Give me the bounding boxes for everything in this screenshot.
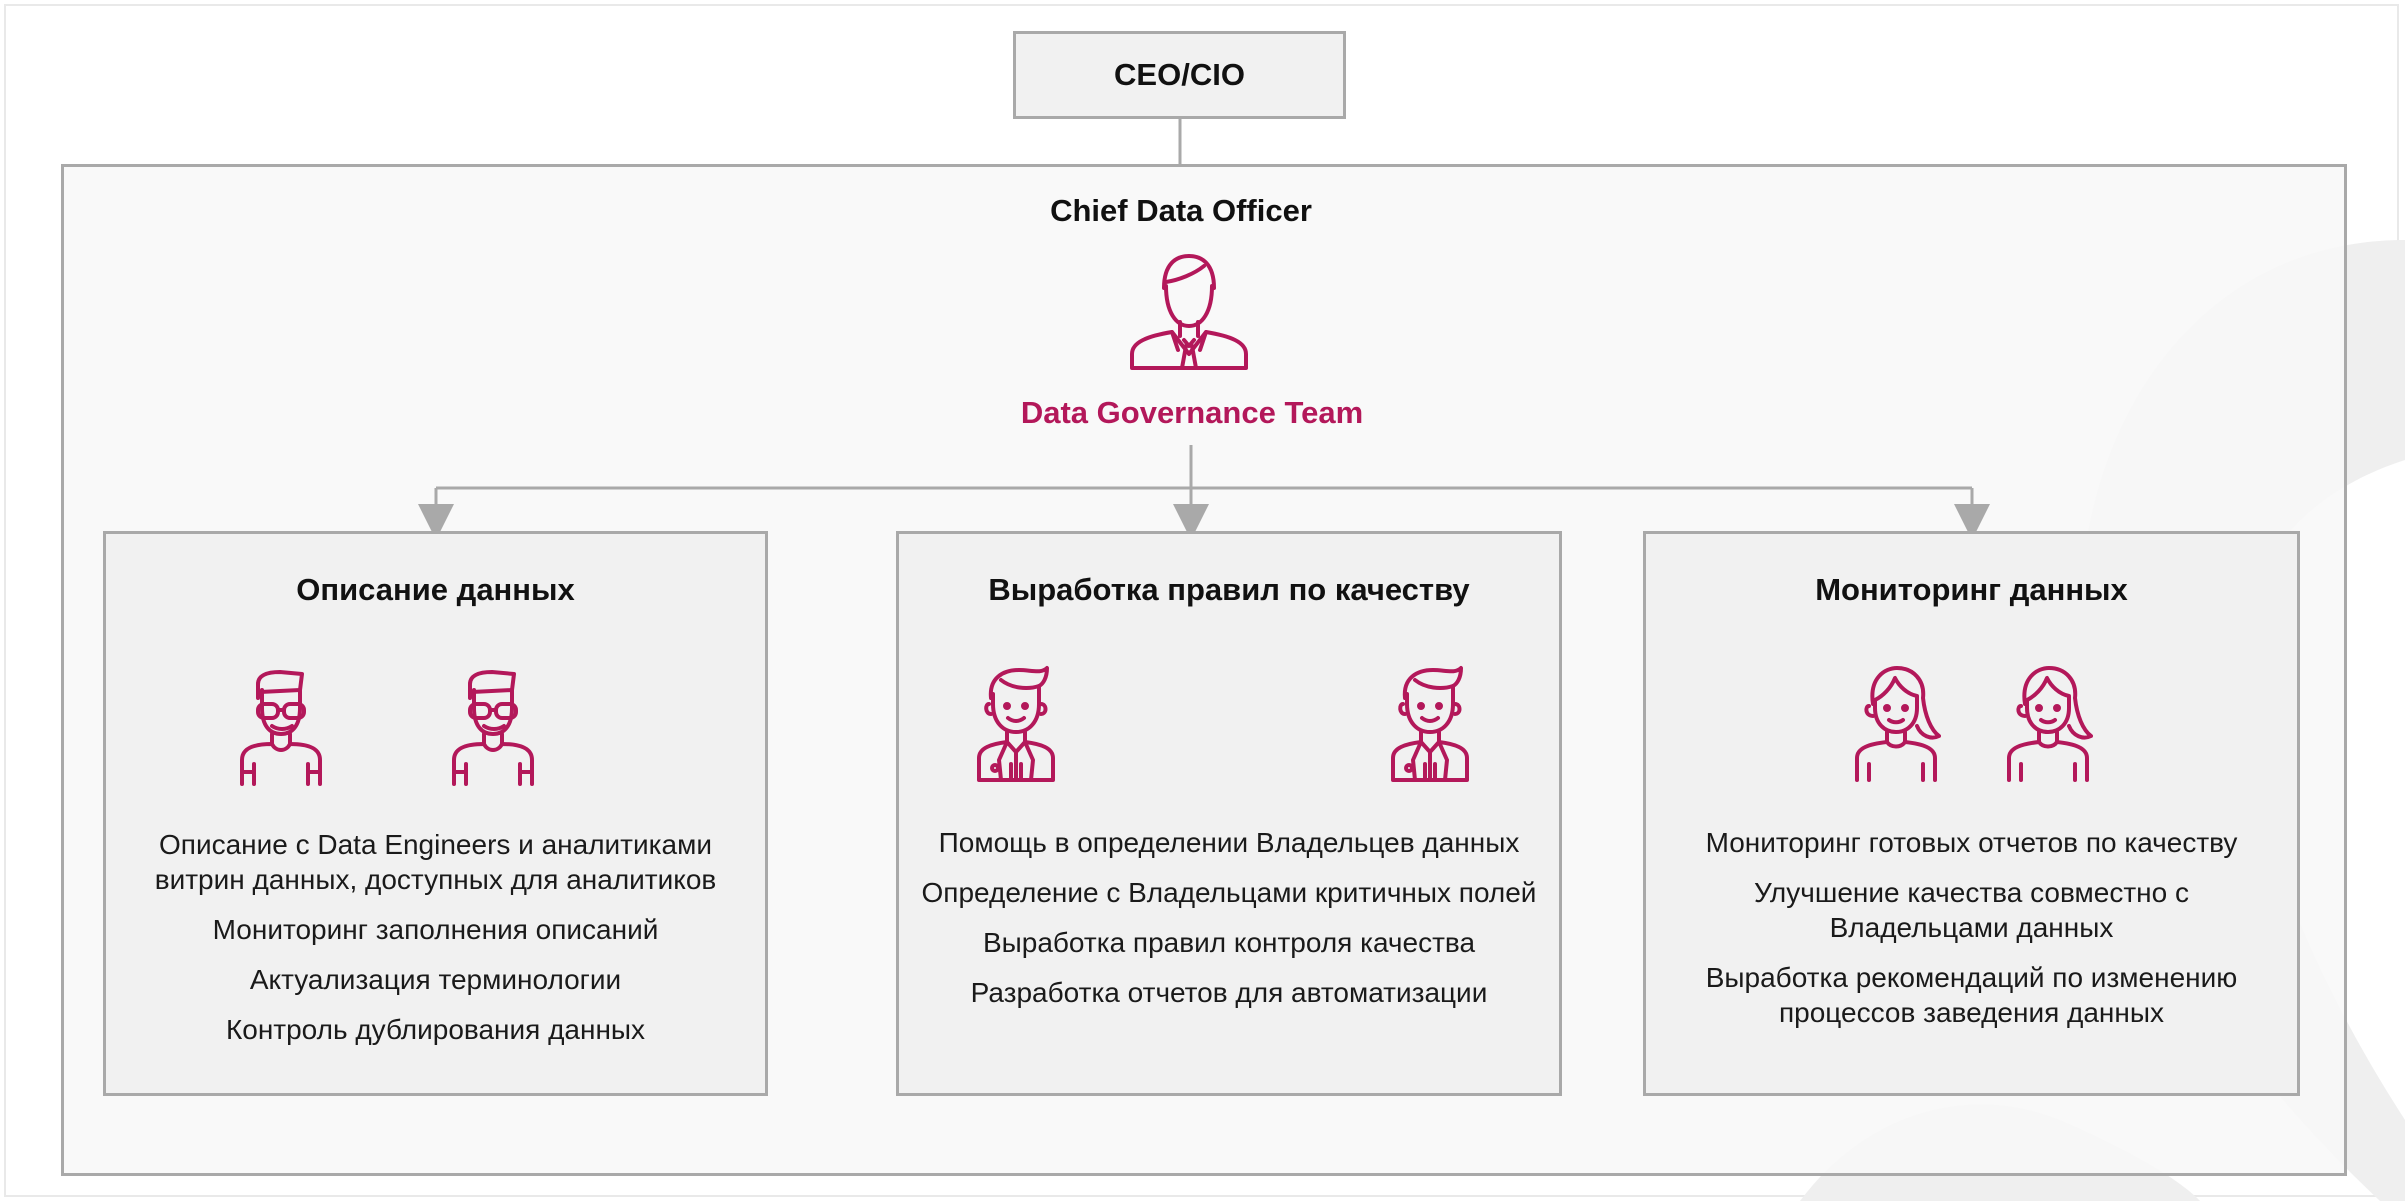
list-item: Мониторинг готовых отчетов по качеству: [1705, 827, 2238, 858]
male-glasses-icon: [240, 670, 322, 786]
list-item: Разработка отчетов для автоматизации: [970, 977, 1488, 1008]
box-items: Описание с Data Engineers и аналитиками …: [126, 827, 745, 1062]
list-item: Выработка правил контроля качества: [982, 927, 1476, 958]
list-item: Актуализация терминологии: [249, 964, 622, 995]
male-glasses-icon: [452, 670, 534, 786]
box-items: Мониторинг готовых отчетов по качеству У…: [1666, 825, 2277, 1045]
box-title: Выработка правил по качеству: [988, 572, 1470, 607]
box-data-description: Описание данных Описание с Data Engineer…: [103, 531, 768, 1096]
list-item: Улучшение качества совместно с Владельца…: [1754, 877, 2189, 943]
list-item: Мониторинг заполнения описаний: [212, 914, 659, 945]
manager-icon: [1130, 254, 1248, 370]
list-item: Помощь в определении Владельцев данных: [938, 827, 1520, 858]
list-item: Контроль дублирования данных: [225, 1014, 646, 1045]
box-data-monitoring: Мониторинг данных Мониторинг готовых отч…: [1643, 531, 2300, 1096]
ceo-box: CEO/CIO: [1013, 31, 1346, 119]
list-item: Определение с Владельцами критичных поле…: [921, 877, 1537, 908]
team-title: Data Governance Team: [1020, 395, 1364, 430]
box-quality-rules: Выработка правил по качеству Помощь в оп…: [896, 531, 1562, 1096]
cdo-title: Chief Data Officer: [1050, 193, 1312, 228]
doctor-icon: [1391, 666, 1469, 782]
box-title: Мониторинг данных: [1815, 572, 2128, 607]
female-icon: [1855, 666, 1941, 782]
doctor-icon: [977, 666, 1055, 782]
female-icon: [2007, 666, 2093, 782]
list-item: Описание с Data Engineers и аналитиками …: [154, 829, 717, 895]
ceo-label: CEO/CIO: [1114, 57, 1245, 92]
box-items: Помощь в определении Владельцев данных О…: [919, 825, 1539, 1025]
list-item: Выработка рекомендаций по изменению проц…: [1705, 962, 2238, 1028]
box-title: Описание данных: [296, 572, 575, 607]
